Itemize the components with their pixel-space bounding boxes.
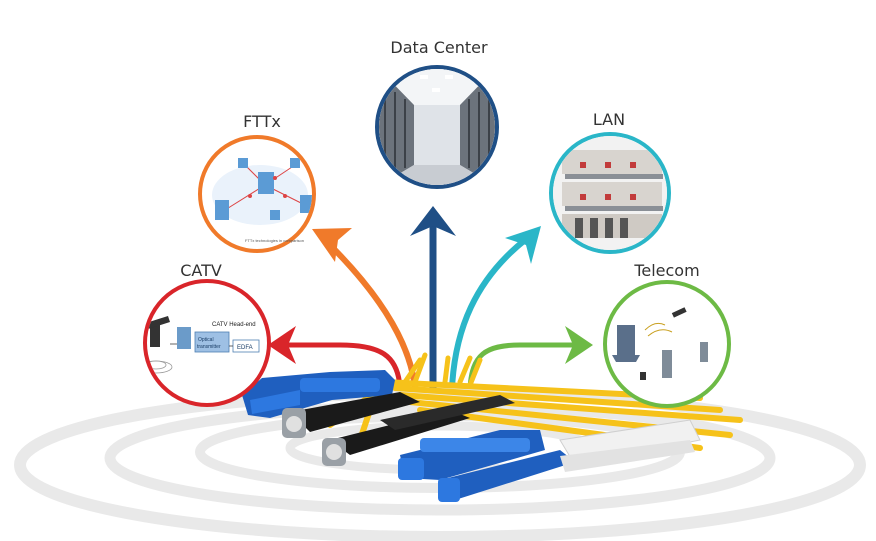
catv-transmitter-text: transmitter xyxy=(197,344,221,350)
arrow-telecom xyxy=(467,326,593,389)
arrow-lan xyxy=(449,226,541,389)
blue-duplex-connector-left xyxy=(242,370,395,418)
catv-edfa-text: EDFA xyxy=(237,345,253,351)
label-fttx: FTTx xyxy=(243,112,281,131)
arrow-datacenter xyxy=(410,206,456,390)
node-datacenter xyxy=(375,65,499,189)
node-lan xyxy=(549,132,671,254)
label-telecom: Telecom xyxy=(634,261,700,280)
satellite-telecom-icon xyxy=(612,307,708,380)
catv-optical-text: Optical xyxy=(198,337,214,343)
office-building-icon xyxy=(553,136,667,250)
label-lan: LAN xyxy=(592,110,626,129)
arrow-fttx xyxy=(312,228,418,389)
label-datacenter: Data Center xyxy=(390,38,488,57)
catv-headend-icon: CATV Head-end Optical transmitter EDFA xyxy=(147,316,260,374)
blue-sc-connector xyxy=(398,430,545,480)
network-topology-icon xyxy=(212,158,312,225)
arrow-catv xyxy=(268,326,403,389)
node-telecom xyxy=(603,280,731,408)
blue-lc-connector xyxy=(438,419,701,502)
black-st-connectors xyxy=(282,392,515,466)
node-fttx: FTTx technologies in comparison xyxy=(198,135,316,253)
node-catv: CATV Head-end Optical transmitter EDFA xyxy=(143,279,271,407)
label-catv: CATV xyxy=(180,261,222,280)
fttx-caption: FTTx technologies in comparison xyxy=(245,238,304,243)
catv-headend-text: CATV Head-end xyxy=(212,322,256,328)
